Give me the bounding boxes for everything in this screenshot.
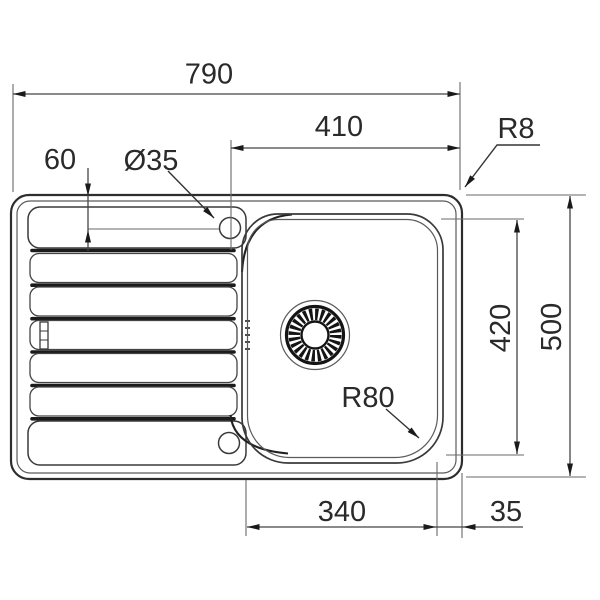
drainboard-groove xyxy=(29,352,238,384)
extension-lines xyxy=(12,82,586,538)
strainer-serration xyxy=(288,308,342,362)
drainboard-bottom-strip xyxy=(27,420,247,466)
sink-inner-rim-outline xyxy=(16,200,457,474)
dim-label-bowl-radius: R80 xyxy=(341,382,394,414)
leader-drain-diameter xyxy=(167,170,215,219)
dimension-lines xyxy=(13,91,573,530)
drainboard-top-strip xyxy=(27,206,247,249)
drainboard-groove xyxy=(29,319,238,351)
dim-label-bowl-width: 340 xyxy=(318,496,366,528)
bowl-transition-curve-top xyxy=(240,213,293,273)
leader-bowl-radius xyxy=(385,408,420,439)
dim-label-bowl-length: 420 xyxy=(485,304,517,352)
dim-label-drain-to-edge: 410 xyxy=(315,111,363,143)
dim-label-total-width: 790 xyxy=(185,59,233,91)
leader-corner-radius xyxy=(464,144,540,188)
sink-outer-outline xyxy=(9,193,464,481)
bowl-transition-curve-bottom xyxy=(229,414,289,455)
bowl-outer-outline xyxy=(241,213,444,464)
drainboard-groove xyxy=(29,252,238,284)
dim-label-bowl-offset: 35 xyxy=(490,496,522,528)
bowl-inner-outline xyxy=(246,218,439,459)
drainboard-groove xyxy=(29,386,238,417)
dim-label-rim-to-drain: 60 xyxy=(44,144,76,176)
leader-lines xyxy=(167,144,540,439)
dim-label-corner-radius: R8 xyxy=(497,113,534,145)
drainboard-groove xyxy=(29,286,238,317)
dim-label-drain-diameter: Ø35 xyxy=(124,145,179,177)
second-tap-hole-circle xyxy=(217,431,241,455)
dim-label-total-depth: 500 xyxy=(536,303,568,351)
groove-separators xyxy=(30,248,236,421)
drainboard-grooves xyxy=(29,252,238,417)
strainer-drain xyxy=(279,299,351,371)
strainer-outer-ring xyxy=(279,299,351,371)
tap-hole-circle xyxy=(218,216,242,240)
strainer-rim xyxy=(284,304,346,366)
strainer-center-hole xyxy=(300,320,330,350)
brand-badge xyxy=(39,321,49,350)
